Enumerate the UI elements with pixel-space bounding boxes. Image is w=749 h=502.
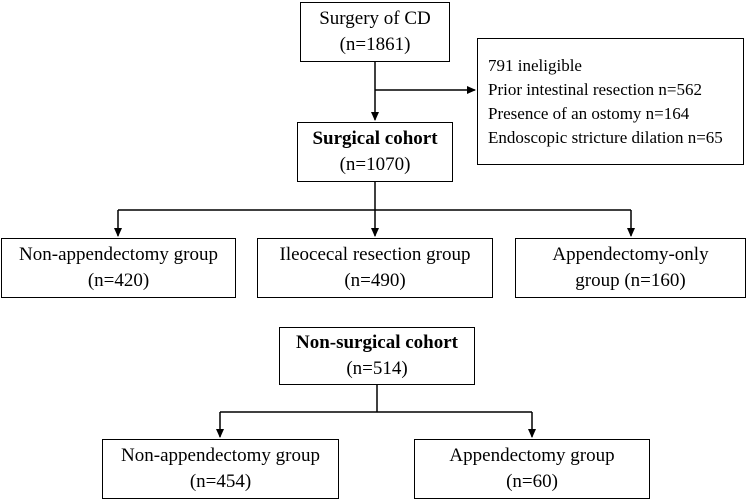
non-surgical-appendectomy-box: Appendectomy group (n=60)	[414, 439, 650, 499]
surgery-of-cd-count: (n=1861)	[339, 34, 411, 55]
appendectomy-only-box: Appendectomy-only group (n=160)	[515, 238, 746, 298]
ineligible-stricture-dilation: Endoscopic stricture dilation n=65	[488, 127, 723, 147]
ineligible-total: 791 ineligible	[488, 55, 582, 75]
non-surgical-cohort-title: Non-surgical cohort	[295, 332, 458, 353]
non-surgical-non-appendectomy-count: (n=454)	[189, 471, 252, 492]
surgical-non-appendectomy-title: Non-appendectomy group	[19, 244, 218, 265]
surgery-of-cd-box: Surgery of CD (n=1861)	[300, 2, 450, 62]
non-surgical-non-appendectomy-box: Non-appendectomy group (n=454)	[102, 439, 339, 499]
non-surgical-appendectomy-title: Appendectomy group	[449, 445, 615, 466]
ileocecal-resection-box: Ileocecal resection group (n=490)	[257, 238, 493, 298]
surgery-of-cd-title: Surgery of CD	[319, 8, 431, 29]
ileocecal-resection-count: (n=490)	[344, 270, 406, 291]
surgical-non-appendectomy-count: (n=420)	[87, 270, 150, 291]
surgical-cohort-title: Surgical cohort	[312, 128, 438, 149]
non-surgical-cohort-count: (n=514)	[346, 358, 408, 379]
ileocecal-resection-title: Ileocecal resection group	[279, 244, 471, 265]
surgical-non-appendectomy-box: Non-appendectomy group (n=420)	[1, 238, 236, 298]
non-surgical-appendectomy-count: (n=60)	[506, 471, 558, 492]
non-surgical-non-appendectomy-title: Non-appendectomy group	[121, 445, 320, 466]
surgical-cohort-box: Surgical cohort (n=1070)	[297, 122, 453, 182]
non-surgical-cohort-box: Non-surgical cohort (n=514)	[279, 327, 475, 385]
surgical-cohort-count: (n=1070)	[339, 154, 411, 175]
ineligible-box: 791 ineligible Prior intestinal resectio…	[477, 38, 744, 165]
ineligible-ostomy: Presence of an ostomy n=164	[488, 103, 690, 123]
ineligible-prior-resection: Prior intestinal resection n=562	[488, 79, 703, 99]
appendectomy-only-title: Appendectomy-only	[552, 244, 709, 265]
appendectomy-only-count: group (n=160)	[575, 270, 686, 291]
